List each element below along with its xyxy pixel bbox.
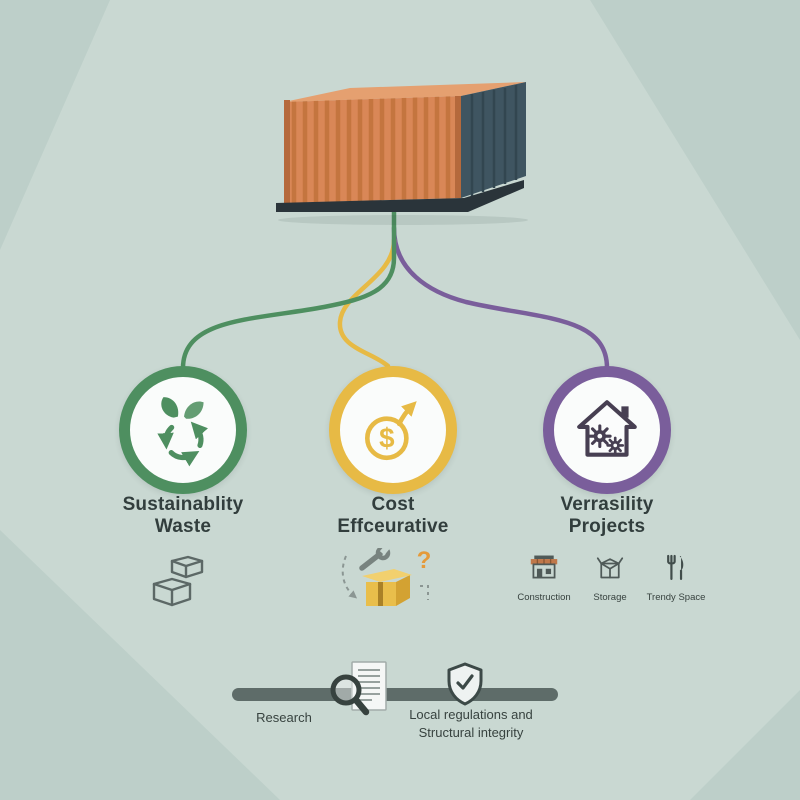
- cardboard-boxes-icon: [152, 555, 204, 607]
- document-magnifier-icon: [330, 661, 387, 716]
- versatility-item-storage: Storage: [578, 552, 642, 603]
- shield-check-icon: [447, 662, 483, 706]
- heading-cost: Cost Effceurative: [303, 494, 483, 539]
- utensils-icon: [667, 554, 684, 581]
- storage-box-icon: [596, 557, 624, 579]
- shipping-container-illustration: [276, 82, 528, 225]
- connector-cost: [337, 237, 397, 369]
- gift-wrench-icon: ?: [341, 548, 432, 606]
- badge-sustainability: [119, 366, 247, 494]
- regulations-label: Local regulations and Structural integri…: [376, 706, 566, 742]
- label-construction: Construction: [517, 592, 571, 603]
- heading-cost-line1: Cost: [371, 494, 415, 515]
- dollar-symbol: $: [379, 422, 395, 453]
- badge-versatility: [543, 366, 671, 494]
- heading-versatility-line2: Projects: [568, 516, 646, 538]
- regulations-line1: Local regulations and: [409, 707, 533, 722]
- house-gears-icon: [577, 400, 637, 457]
- heading-sustainability-line2: Waste: [154, 516, 212, 538]
- versatility-item-trendy-space: Trendy Space: [644, 552, 708, 603]
- heading-cost-line2: Effceurative: [337, 516, 449, 538]
- regulations-line2: Structural integrity: [418, 725, 524, 741]
- connector-sustainability: [180, 209, 397, 371]
- research-label: Research: [256, 710, 312, 725]
- heading-versatility-line1: Verrasility: [560, 494, 654, 515]
- storefront-icon: [530, 555, 558, 579]
- recycle-leaves-icon: [157, 397, 208, 467]
- label-storage: Storage: [593, 592, 627, 603]
- badge-cost: $: [329, 366, 457, 494]
- connector-versatility: [391, 225, 610, 371]
- heading-sustainability: Sustainablity Waste: [93, 494, 273, 539]
- heading-versatility: Verrasility Projects: [517, 494, 697, 539]
- dollar-growth-icon: $: [364, 401, 417, 461]
- heading-sustainability-line1: Sustainablity: [122, 494, 244, 515]
- question-mark: ?: [417, 548, 432, 574]
- label-trendy-space: Trendy Space: [646, 592, 706, 603]
- versatility-item-construction: Construction: [512, 552, 576, 603]
- versatility-items: Construction Storage Trendy Space: [512, 552, 708, 603]
